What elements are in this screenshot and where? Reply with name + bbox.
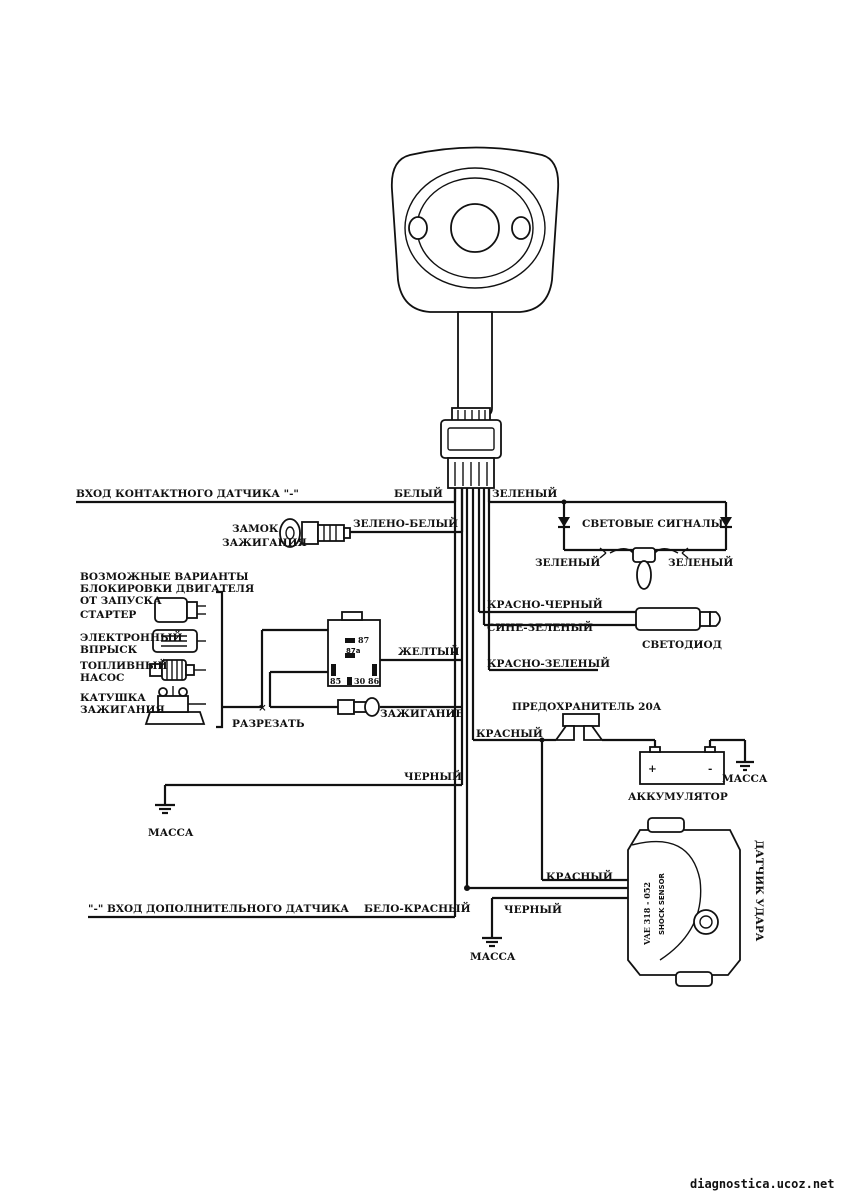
relay-87a-label: 87a: [346, 647, 361, 655]
ignition-lock-label-2: ЗАЖИГАНИЯ: [222, 537, 307, 549]
green-right-label: ЗЕЛЕНЫЙ: [668, 554, 733, 569]
ignition-label: ЗАЖИГАНИЕ: [380, 708, 463, 720]
diode-right-icon: [720, 517, 732, 527]
coil-label-2: ЗАЖИГАНИЯ: [80, 704, 165, 716]
motorcycle-icon: [599, 547, 689, 590]
battery-plus-label: +: [648, 763, 657, 775]
ground-bottom-circuit: [482, 896, 628, 948]
starter-icon: [154, 597, 206, 623]
cut-mark: ×: [258, 702, 267, 714]
shock-sensor-label: ДАТЧИК УДАРА: [753, 840, 765, 942]
battery-icon: [639, 746, 725, 785]
ground-left-circuit: [155, 783, 462, 815]
starter-label: СТАРТЕР: [80, 609, 136, 621]
ignition-connector: [337, 697, 462, 717]
green-wire-label: ЗЕЛЕНЫЙ: [492, 485, 557, 500]
light-signals-circuit: [487, 488, 732, 590]
light-signals-label: СВЕТОВЫЕ СИГНАЛЫ: [582, 518, 724, 530]
battery-minus-label: -: [708, 763, 712, 775]
green-left-label: ЗЕЛЕНЫЙ: [535, 554, 600, 569]
extra-sensor-input-label: "-" ВХОД ДОПОЛНИТЕЛЬНОГО ДАТЧИКА: [88, 903, 349, 915]
led-label: СВЕТОДИОД: [642, 639, 722, 651]
ground-bottom-label: МАССА: [470, 951, 516, 963]
relay-circuit: ×: [222, 611, 462, 714]
injection-label-2: ВПРЫСК: [80, 644, 138, 656]
led-circuit: [479, 607, 721, 631]
yellow-wire-label: ЖЕЛТЫЙ: [398, 643, 459, 658]
ignition-lock: [279, 488, 464, 548]
ignition-coil-icon: [144, 686, 206, 725]
fuel-pump-icon: [149, 659, 206, 681]
battery-label: АККУМУЛЯТОР: [628, 791, 728, 803]
led-icon: [635, 607, 701, 631]
watermark: diagnostica.ucoz.net: [690, 1177, 835, 1191]
shock-sensor: VAE 318 - 052 SHOCK SENSOR: [464, 817, 741, 987]
red-wire-label-1: КРАСНЫЙ: [476, 725, 543, 740]
sensor-model-label: VAE 318 - 052: [642, 882, 652, 946]
engine-block-options: [144, 590, 224, 729]
black-wire-label-2: ЧЕРНЫЙ: [504, 901, 562, 916]
green-white-wire-label: ЗЕЛЕНО-БЕЛЫЙ: [353, 515, 458, 530]
ground-left-label: МАССА: [148, 827, 194, 839]
relay-87-label: 87: [358, 635, 369, 645]
sensor-sub-label: SHOCK SENSOR: [658, 872, 666, 935]
red-green-label: КРАСНО-ЗЕЛЕНЫЙ: [487, 655, 610, 670]
siren-unit: [390, 146, 560, 489]
blue-green-label: СИНЕ-ЗЕЛЕНЫЙ: [487, 619, 593, 634]
power-circuit: [473, 665, 754, 882]
fuse-label: ПРЕДОХРАНИТЕЛЬ 20А: [512, 701, 662, 713]
contact-sensor-input-label: ВХОД КОНТАКТНОГО ДАТЧИКА "-": [76, 488, 299, 500]
relay-86-label: 86: [368, 676, 380, 686]
cut-label: РАЗРЕЗАТЬ: [232, 718, 305, 730]
ground-battery-label: МАССА: [722, 773, 768, 785]
wire-bundle: [453, 488, 491, 917]
white-red-label: БЕЛО-КРАСНЫЙ: [364, 900, 471, 915]
ignition-lock-label-1: ЗАМОК: [232, 523, 279, 535]
block-title-3: ОТ ЗАПУСКА: [80, 595, 162, 607]
red-wire-label-2: КРАСНЫЙ: [546, 868, 613, 883]
fuse-icon: [554, 713, 604, 741]
diode-left-icon: [558, 517, 570, 527]
injection-icon: [152, 629, 206, 653]
black-wire-label-1: ЧЕРНЫЙ: [404, 768, 462, 783]
block-title-1: ВОЗМОЖНЫЕ ВАРИАНТЫ: [80, 571, 249, 583]
injection-label-1: ЭЛЕКТРОННЫЙ: [80, 629, 183, 644]
white-wire-label: БЕЛЫЙ: [394, 485, 443, 500]
coil-label-1: КАТУШКА: [80, 692, 146, 704]
red-black-label: КРАСНО-ЧЕРНЫЙ: [487, 596, 603, 611]
relay-85-label: 85: [330, 676, 341, 686]
relay-30-label: 30: [354, 676, 366, 686]
block-title-2: БЛОКИРОВКИ ДВИГАТЕЛЯ: [80, 583, 254, 595]
fuel-pump-label-2: НАСОС: [80, 672, 124, 684]
fuel-pump-label-1: ТОПЛИВНЫЙ: [80, 657, 167, 672]
